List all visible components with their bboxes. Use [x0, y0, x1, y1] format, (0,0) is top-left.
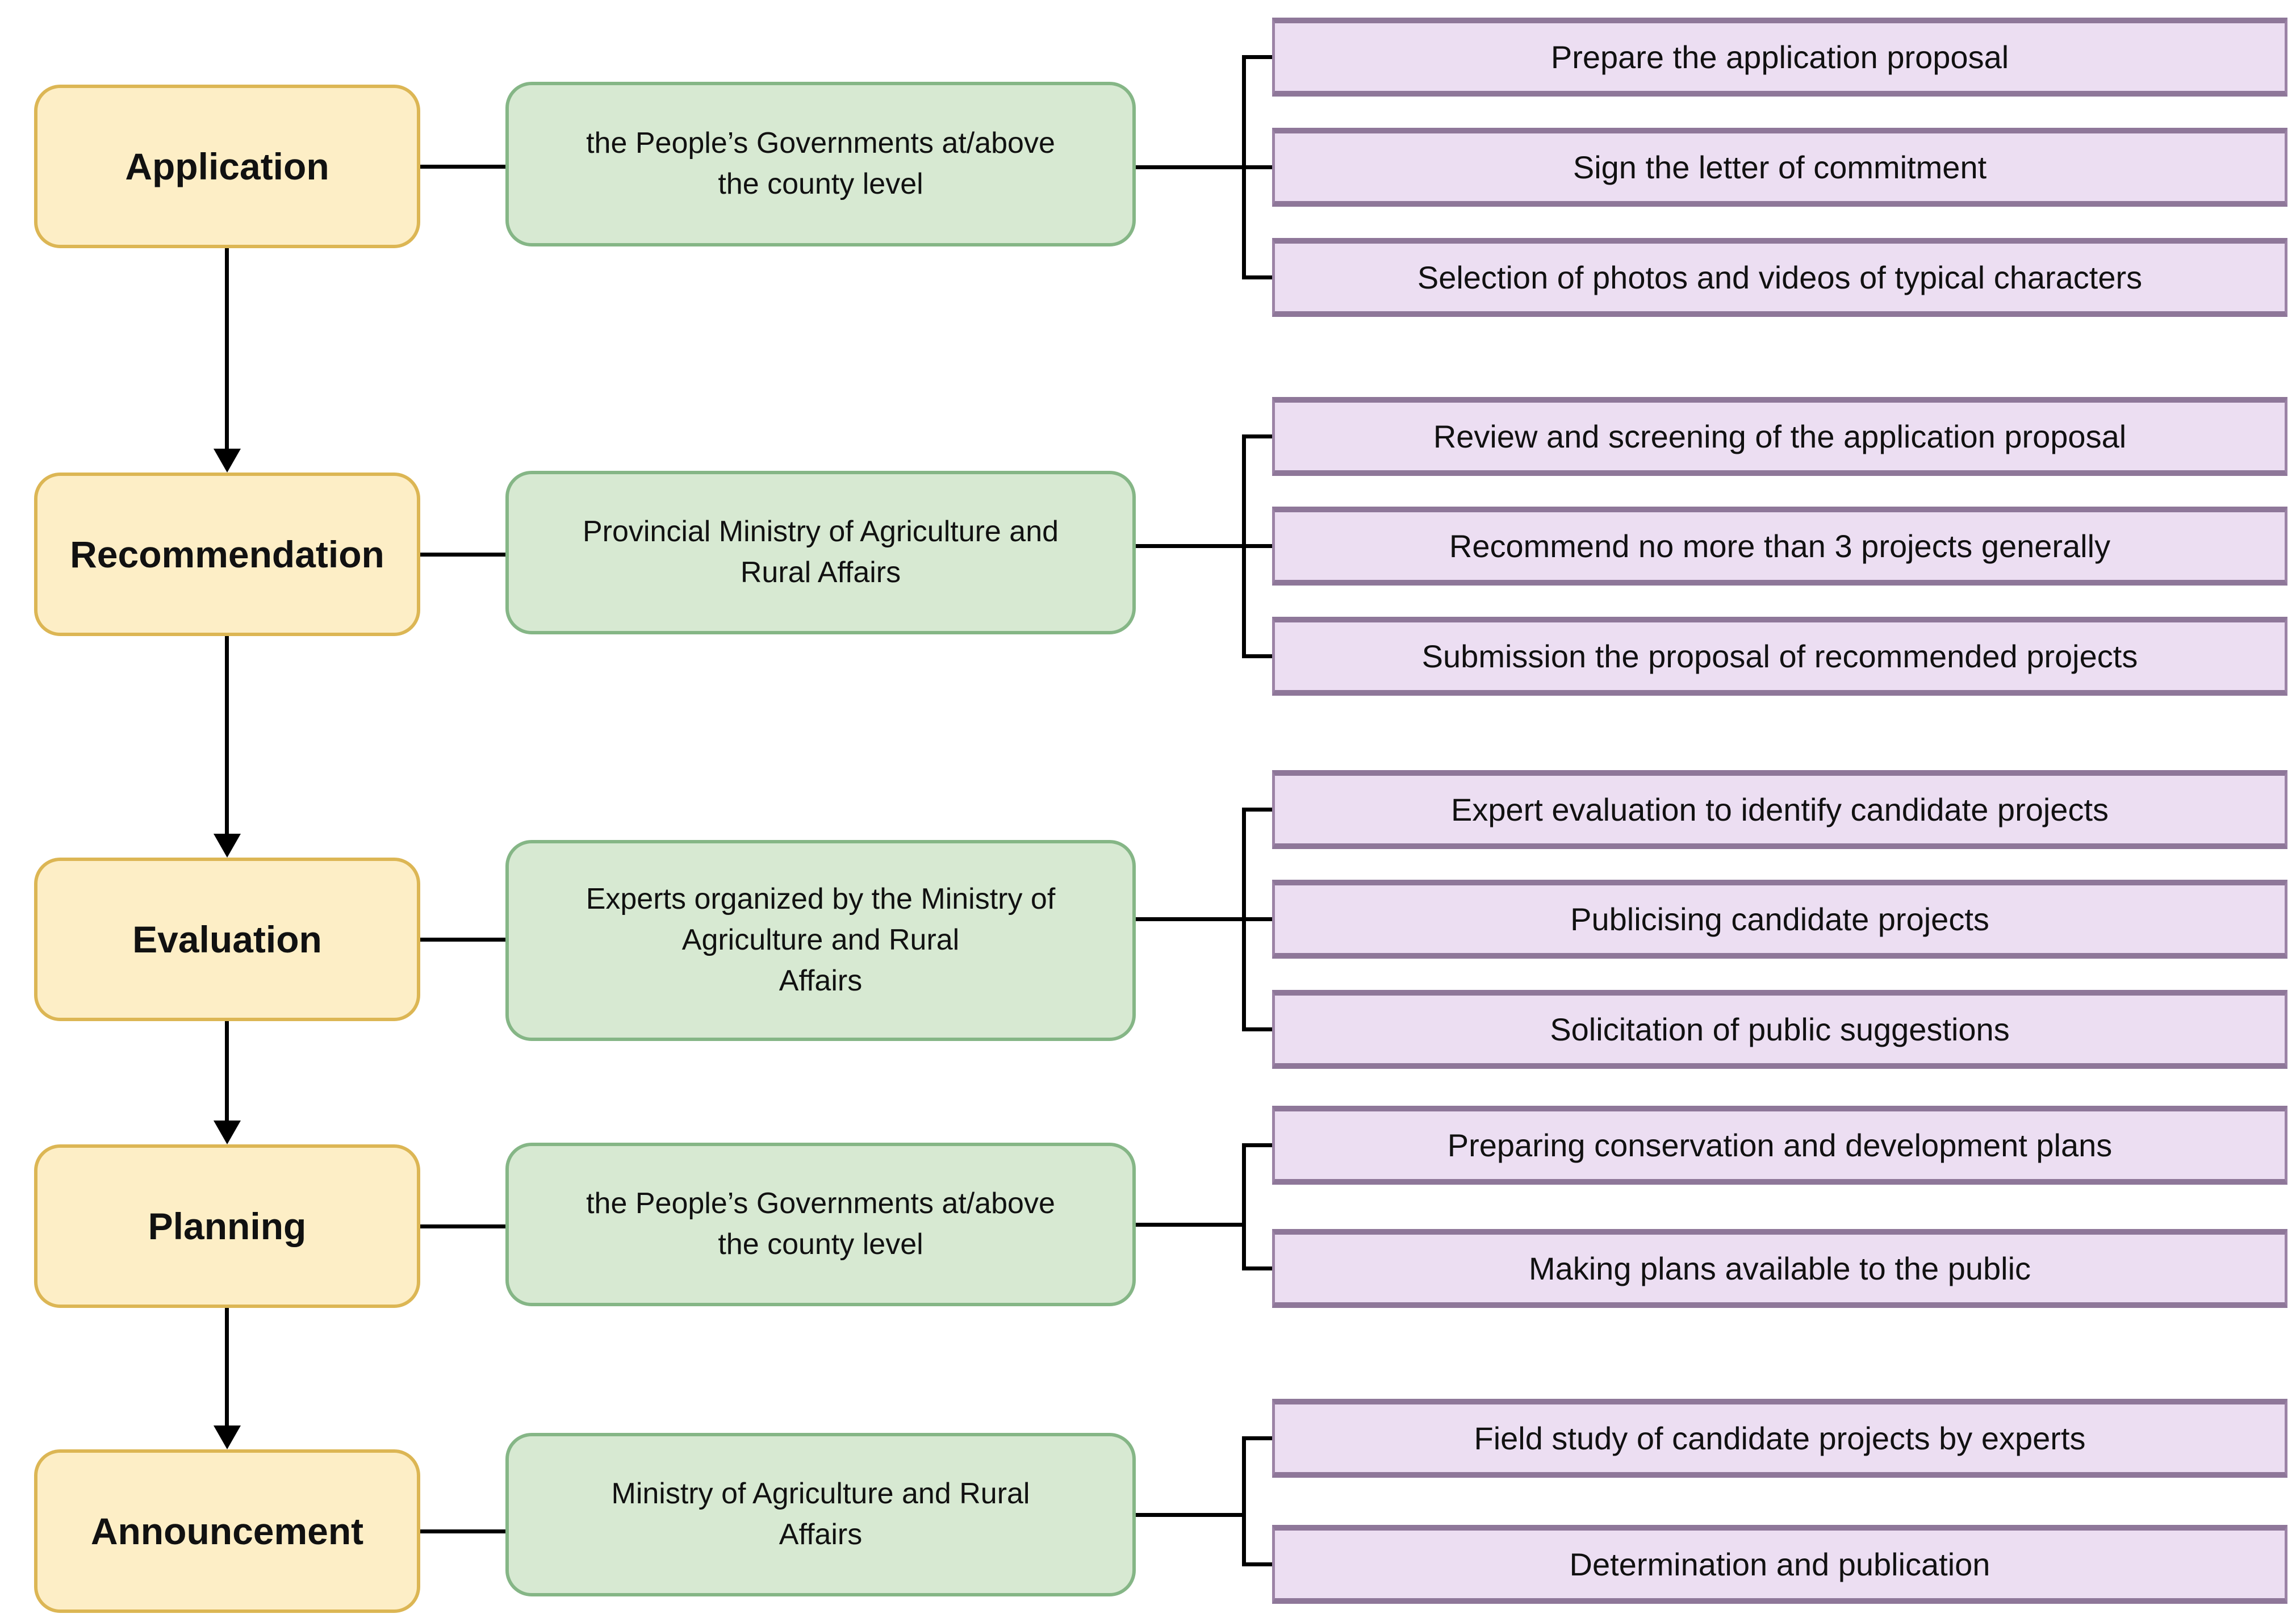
- stage-box-recommendation: Recommendation: [34, 473, 420, 636]
- stage-label: Recommendation: [70, 533, 384, 575]
- flow-arrow-stem: [225, 636, 229, 834]
- task-label: Field study of candidate projects by exp…: [1474, 1420, 2086, 1456]
- task-stub: [1242, 1027, 1275, 1031]
- org-line: the People’s Governments at/above: [586, 1187, 1055, 1220]
- task-box: Review and screening of the application …: [1272, 397, 2287, 476]
- task-stub: [1242, 1436, 1275, 1440]
- stage-box-application: Application: [34, 85, 420, 248]
- stage-label: Application: [125, 145, 329, 187]
- org-line: the county level: [718, 168, 923, 200]
- task-stub: [1242, 808, 1275, 812]
- stage-label: Announcement: [90, 1510, 364, 1552]
- stage-box-evaluation: Evaluation: [34, 858, 420, 1021]
- org-line: the county level: [718, 1228, 923, 1261]
- flow-arrow-stem: [225, 248, 229, 449]
- task-label: Making plans available to the public: [1528, 1251, 2031, 1286]
- task-box: Sign the letter of commitment: [1272, 128, 2287, 207]
- org-line: Rural Affairs: [740, 556, 901, 589]
- flow-arrow-head-icon: [214, 1425, 241, 1449]
- task-stub: [1242, 1562, 1275, 1566]
- task-box: Solicitation of public suggestions: [1272, 990, 2287, 1069]
- flow-arrow-head-icon: [214, 449, 241, 473]
- connector-org-bracket: [1136, 1223, 1244, 1227]
- flow-arrow-stem: [225, 1308, 229, 1425]
- org-box-evaluation: Experts organized by the Ministry of Agr…: [505, 840, 1136, 1041]
- task-label: Sign the letter of commitment: [1573, 149, 1987, 185]
- task-stub: [1242, 1266, 1275, 1270]
- task-box: Submission the proposal of recommended p…: [1272, 617, 2287, 696]
- task-stub: [1242, 917, 1275, 921]
- org-box-planning: the People’s Governments at/above the co…: [505, 1143, 1136, 1306]
- task-label: Selection of photos and videos of typica…: [1417, 260, 2143, 295]
- stage-label: Planning: [148, 1205, 307, 1247]
- task-label: Preparing conservation and development p…: [1447, 1127, 2113, 1163]
- task-stub: [1242, 165, 1275, 169]
- org-line: Affairs: [779, 1518, 863, 1551]
- stage-box-planning: Planning: [34, 1144, 420, 1308]
- task-stub: [1242, 434, 1275, 438]
- task-label: Review and screening of the application …: [1433, 419, 2127, 454]
- task-label: Recommend no more than 3 projects genera…: [1449, 528, 2111, 564]
- connector-stage-org: [420, 1529, 505, 1533]
- org-box-recommendation: Provincial Ministry of Agriculture and R…: [505, 471, 1136, 634]
- org-line: Provincial Ministry of Agriculture and: [582, 515, 1059, 549]
- task-box: Making plans available to the public: [1272, 1229, 2287, 1308]
- task-box: Expert evaluation to identify candidate …: [1272, 770, 2287, 849]
- org-line: Affairs: [779, 964, 863, 997]
- task-stub: [1242, 654, 1275, 658]
- flow-arrow-head-icon: [214, 1121, 241, 1144]
- org-line: the People’s Governments at/above: [586, 127, 1055, 160]
- task-box: Determination and publication: [1272, 1525, 2287, 1604]
- flow-arrow-head-icon: [214, 834, 241, 858]
- org-box-announcement: Ministry of Agriculture and Rural Affair…: [505, 1433, 1136, 1596]
- org-line: Experts organized by the Ministry of: [585, 883, 1056, 916]
- task-stub: [1242, 55, 1275, 59]
- connector-stage-org: [420, 165, 505, 169]
- task-box: Selection of photos and videos of typica…: [1272, 238, 2287, 317]
- org-line: Agriculture and Rural: [681, 923, 960, 957]
- task-box: Publicising candidate projects: [1272, 880, 2287, 959]
- task-stub: [1242, 275, 1275, 279]
- connector-stage-org: [420, 938, 505, 942]
- task-box: Field study of candidate projects by exp…: [1272, 1399, 2287, 1478]
- bracket-line: [1242, 1436, 1246, 1566]
- connector-org-bracket: [1136, 1513, 1244, 1517]
- task-label: Publicising candidate projects: [1570, 901, 1989, 937]
- flow-arrow-stem: [225, 1021, 229, 1121]
- task-stub: [1242, 544, 1275, 548]
- connector-org-bracket: [1136, 165, 1244, 169]
- task-label: Submission the proposal of recommended p…: [1421, 638, 2138, 674]
- stage-box-announcement: Announcement: [34, 1449, 420, 1613]
- connector-org-bracket: [1136, 544, 1244, 548]
- task-box: Preparing conservation and development p…: [1272, 1106, 2287, 1185]
- task-box: Recommend no more than 3 projects genera…: [1272, 507, 2287, 586]
- task-label: Solicitation of public suggestions: [1550, 1011, 2010, 1047]
- org-box-application: the People’s Governments at/above the co…: [505, 82, 1136, 246]
- task-box: Prepare the application proposal: [1272, 18, 2287, 97]
- connector-org-bracket: [1136, 917, 1244, 921]
- connector-stage-org: [420, 553, 505, 557]
- stage-label: Evaluation: [132, 918, 322, 960]
- task-label: Determination and publication: [1569, 1546, 1990, 1582]
- task-label: Expert evaluation to identify candidate …: [1450, 792, 2109, 827]
- bracket-line: [1242, 1143, 1246, 1270]
- task-label: Prepare the application proposal: [1550, 39, 2009, 75]
- connector-stage-org: [420, 1224, 505, 1228]
- org-line: Ministry of Agriculture and Rural: [611, 1477, 1030, 1511]
- task-stub: [1242, 1143, 1275, 1147]
